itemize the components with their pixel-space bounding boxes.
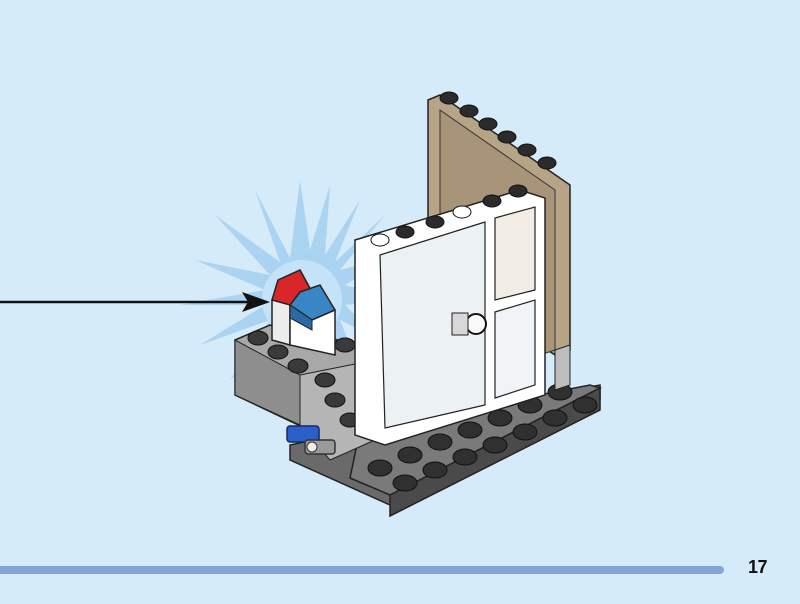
technic-pin-gray [304,439,336,455]
wall-studs [439,91,557,170]
door-frame [354,189,546,446]
base-plate-studs [367,383,598,492]
progress-bar [0,566,724,574]
door-frame-studs [370,184,528,247]
callout-arrow [0,292,270,312]
new-parts [271,269,337,356]
page-number: 17 [748,557,768,577]
gray-brick-studs [247,330,361,428]
technic-pin-blue [286,425,320,443]
